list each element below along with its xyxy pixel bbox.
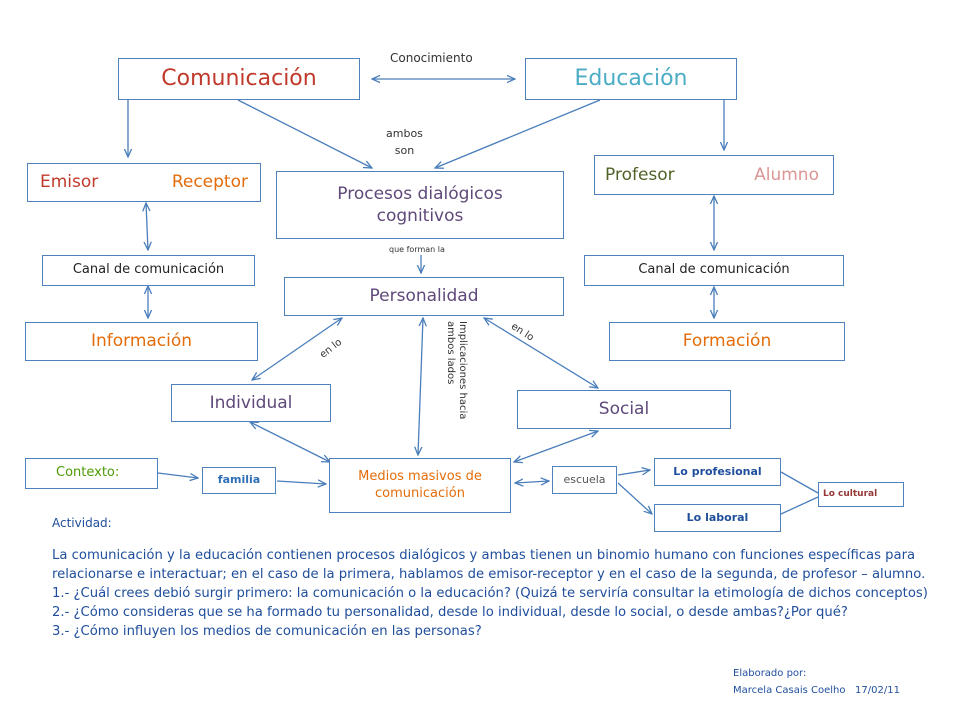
conocimiento-label: Conocimiento <box>390 51 473 65</box>
arrow-personalidad-medios <box>418 318 423 455</box>
activity-line-5: 3.- ¿Cómo influyen los medios de comunic… <box>52 624 482 639</box>
arrow-escuela-laboral <box>617 482 652 514</box>
implicaciones-label: Implicaciones hacia ambos lados <box>445 321 468 420</box>
cultural-label: Lo cultural <box>823 488 878 499</box>
personalidad-box: Personalidad <box>284 277 564 316</box>
arrow-escuela-profesional <box>617 470 650 476</box>
escuela-label: escuela <box>563 472 606 486</box>
elaborado-label: Elaborado por: <box>733 668 807 679</box>
arrow-comunicacion-procesos <box>237 99 372 168</box>
individual-box: Individual <box>171 384 331 422</box>
formacion-box: Formación <box>609 322 845 361</box>
cultural-box: Lo cultural <box>818 482 904 507</box>
profesional-label: Lo profesional <box>673 464 762 478</box>
arrow-emisor-canal <box>146 203 148 250</box>
arrow-contexto-familia <box>157 472 198 478</box>
medios-box: Medios masivos de comunicación <box>329 458 511 513</box>
medios-label-line2: comunicación <box>375 485 465 501</box>
familia-box: familia <box>202 467 276 494</box>
activity-line-4: 2.- ¿Cómo consideras que se ha formado t… <box>52 605 848 620</box>
comunicacion-box: Comunicación <box>118 58 360 100</box>
arrow-personalidad-individual <box>252 318 342 380</box>
escuela-box: escuela <box>552 466 617 494</box>
emisor-label: Emisor <box>40 172 99 193</box>
emisor-receptor-box: Emisor Receptor <box>27 163 261 202</box>
social-label: Social <box>598 399 650 420</box>
comunicacion-label: Comunicación <box>161 65 317 91</box>
canal-right-box: Canal de comunicación <box>584 255 844 286</box>
educacion-label: Educación <box>574 65 688 91</box>
arrow-medios-escuela <box>515 481 549 483</box>
laboral-label: Lo laboral <box>686 510 749 524</box>
line-profesional-cultural <box>780 471 819 494</box>
formacion-label: Formación <box>682 331 772 352</box>
informacion-label: Información <box>90 331 193 352</box>
educacion-box: Educación <box>525 58 737 100</box>
arrow-individual-medios <box>250 422 330 462</box>
canal-left-box: Canal de comunicación <box>42 255 255 286</box>
ambos-son-label: ambos son <box>386 127 423 157</box>
arrow-familia-medios <box>276 481 326 484</box>
que-forman-label: que forman la <box>389 245 445 254</box>
line-laboral-cultural <box>780 496 819 515</box>
alumno-label: Alumno <box>754 164 819 185</box>
procesos-box: Procesos dialógicos cognitivos <box>276 171 564 239</box>
contexto-label: Contexto: <box>56 465 120 481</box>
activity-title: Actividad: <box>52 516 112 530</box>
activity-line-3: 1.- ¿Cuál crees debió surgir primero: la… <box>52 586 928 601</box>
procesos-label-line1: Procesos dialógicos <box>337 183 503 204</box>
social-box: Social <box>517 390 731 429</box>
familia-label: familia <box>217 473 261 487</box>
author-date-label: Marcela Casais Coelho 17/02/11 <box>733 685 900 696</box>
informacion-box: Información <box>25 322 258 361</box>
activity-line-1: La comunicación y la educación contienen… <box>52 548 916 563</box>
activity-line-2: relacionarse e interactuar; en el caso d… <box>52 567 926 582</box>
arrow-social-medios <box>514 431 598 462</box>
laboral-box: Lo laboral <box>654 504 781 532</box>
individual-label: Individual <box>209 392 293 413</box>
profesor-label: Profesor <box>605 164 675 185</box>
procesos-label-line2: cognitivos <box>376 206 464 226</box>
profesional-box: Lo profesional <box>654 458 781 486</box>
personalidad-label: Personalidad <box>369 286 479 307</box>
canal-left-label: Canal de comunicación <box>72 262 225 278</box>
arrow-personalidad-social <box>484 318 598 388</box>
canal-right-label: Canal de comunicación <box>638 262 790 278</box>
receptor-label: Receptor <box>171 172 248 193</box>
profesor-alumno-box: Profesor Alumno <box>594 155 834 195</box>
contexto-box: Contexto: <box>25 458 158 489</box>
medios-label-line1: Medios masivos de <box>358 468 482 484</box>
arrow-educacion-procesos <box>435 99 601 168</box>
activity-text: La comunicación y la educación contienen… <box>52 546 928 641</box>
